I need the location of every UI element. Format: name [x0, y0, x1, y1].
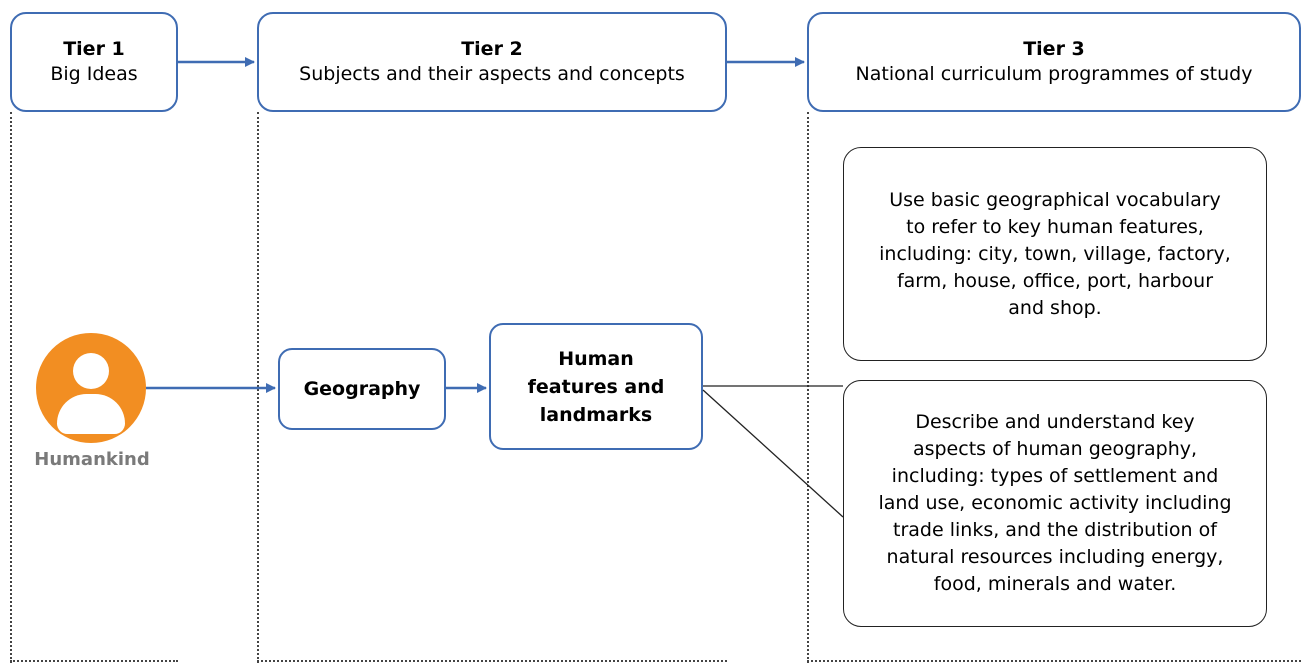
concept-line-1: Human [558, 347, 634, 370]
tier-2-subtitle: Subjects and their aspects and concepts [299, 63, 685, 85]
column-divider-1 [10, 112, 12, 663]
programme-box-2: Describe and understand key aspects of h… [843, 380, 1267, 627]
programme-2-line: including: types of settlement and [891, 465, 1219, 487]
person-icon [36, 333, 146, 443]
concept-line-3: landmarks [539, 403, 653, 426]
programme-2-line: Describe and understand key [915, 411, 1195, 433]
tier-3-header: Tier 3 National curriculum programmes of… [807, 12, 1301, 112]
column-bottom-2 [257, 660, 727, 662]
programme-2-line: natural resources including energy, [886, 546, 1224, 568]
programme-1-line: including: city, town, village, factory, [879, 242, 1231, 265]
column-bottom-1 [10, 660, 178, 662]
programme-box-1: Use basic geographical vocabulary to ref… [843, 147, 1267, 361]
tier-2-header: Tier 2 Subjects and their aspects and co… [257, 12, 727, 112]
tier-1-header: Tier 1 Big Ideas [10, 12, 178, 112]
programme-1-line: farm, house, office, port, harbour [896, 269, 1214, 292]
tier-3-title: Tier 3 [1023, 38, 1085, 60]
programme-1-line: and shop. [1008, 296, 1102, 319]
connector-concept-to-programme-2 [702, 389, 844, 518]
tier-3-subtitle: National curriculum programmes of study [855, 63, 1253, 85]
person-icon-body [57, 394, 125, 434]
tier-1-title: Tier 1 [63, 38, 125, 60]
concept-line-2: features and [527, 375, 665, 398]
programme-1-line: to refer to key human features, [906, 215, 1204, 238]
programme-2-line: aspects of human geography, [912, 438, 1198, 460]
person-icon-head [73, 353, 109, 389]
column-bottom-3 [807, 660, 1301, 662]
programme-2-line: land use, economic activity including [878, 492, 1232, 514]
concept-box: Human features and landmarks [489, 323, 703, 450]
column-divider-3 [807, 112, 809, 663]
subject-label: Geography [303, 378, 421, 400]
subject-box: Geography [278, 348, 446, 430]
tier-2-title: Tier 2 [461, 38, 523, 60]
big-idea-label: Humankind [34, 449, 150, 470]
programme-1-line: Use basic geographical vocabulary [889, 188, 1221, 211]
programme-2-line: trade links, and the distribution of [893, 519, 1217, 541]
programme-2-line: food, minerals and water. [933, 573, 1177, 595]
tier-1-subtitle: Big Ideas [50, 63, 138, 85]
